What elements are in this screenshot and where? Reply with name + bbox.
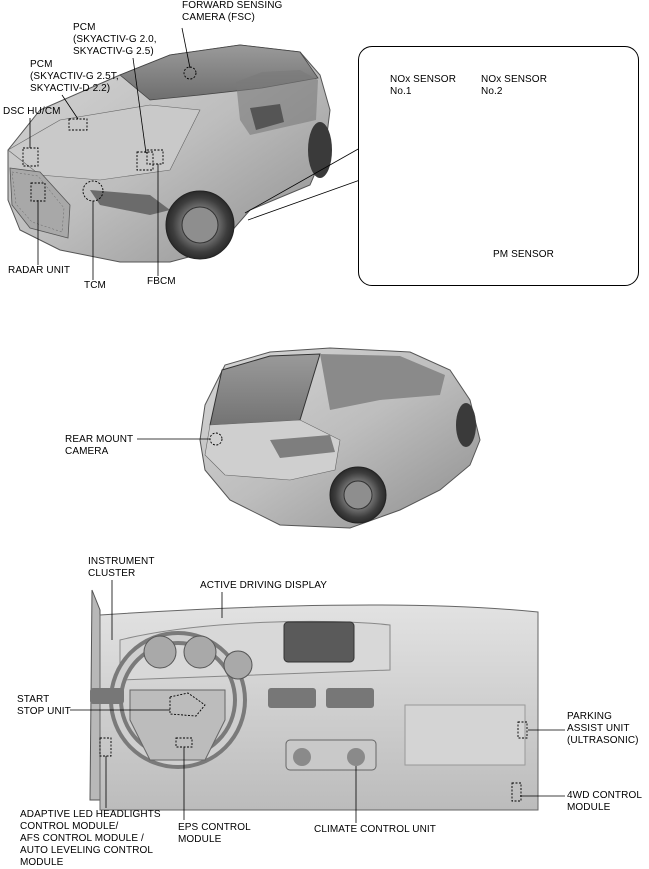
label-adaptive-led-headlights: ADAPTIVE LED HEADLIGHTS CONTROL MODULE/ … [20,809,161,868]
label-parking-assist-unit: PARKING ASSIST UNIT (ULTRASONIC) [567,711,639,746]
label-eps-control-module: EPS CONTROL MODULE [178,822,251,845]
label-instrument-cluster: INSTRUMENT CLUSTER [88,556,155,579]
label-climate-control-unit: CLIMATE CONTROL UNIT [314,824,437,835]
label-4wd-control-module: 4WD CONTROL MODULE [567,790,642,813]
exhaust-detail-inset [358,46,639,286]
label-start-stop-unit: START STOP UNIT [17,694,71,717]
label-nox-sensor-2: NOx SENSOR No.2 [481,74,548,97]
label-dsc-hu-cm: DSC HU/CM [3,106,61,117]
dashboard-illustration [89,589,539,811]
label-radar-unit: RADAR UNIT [8,265,71,276]
front-leader-lines [29,27,361,280]
label-active-driving-display: ACTIVE DRIVING DISPLAY [200,580,328,591]
label-pm-sensor: PM SENSOR [493,249,554,260]
label-tcm: TCM [84,280,106,291]
front-vehicle-illustration [7,44,332,263]
dashboard-leader-lines [70,580,565,823]
label-pcm-skyactiv-g20-g25: PCM (SKYACTIV-G 2.0, SKYACTIV-G 2.5) [73,22,157,57]
rear-vehicle-illustration [137,347,481,529]
label-forward-sensing-camera: FORWARD SENSING CAMERA (FSC) [182,0,283,23]
label-nox-sensor-1: NOx SENSOR No.1 [390,74,457,97]
label-fbcm: FBCM [147,276,176,287]
label-pcm-skyactiv-g25t-d22: PCM (SKYACTIV-G 2.5T, SKYACTIV-D 2.2) [30,59,119,94]
label-rear-mount-camera: REAR MOUNT CAMERA [65,434,134,457]
